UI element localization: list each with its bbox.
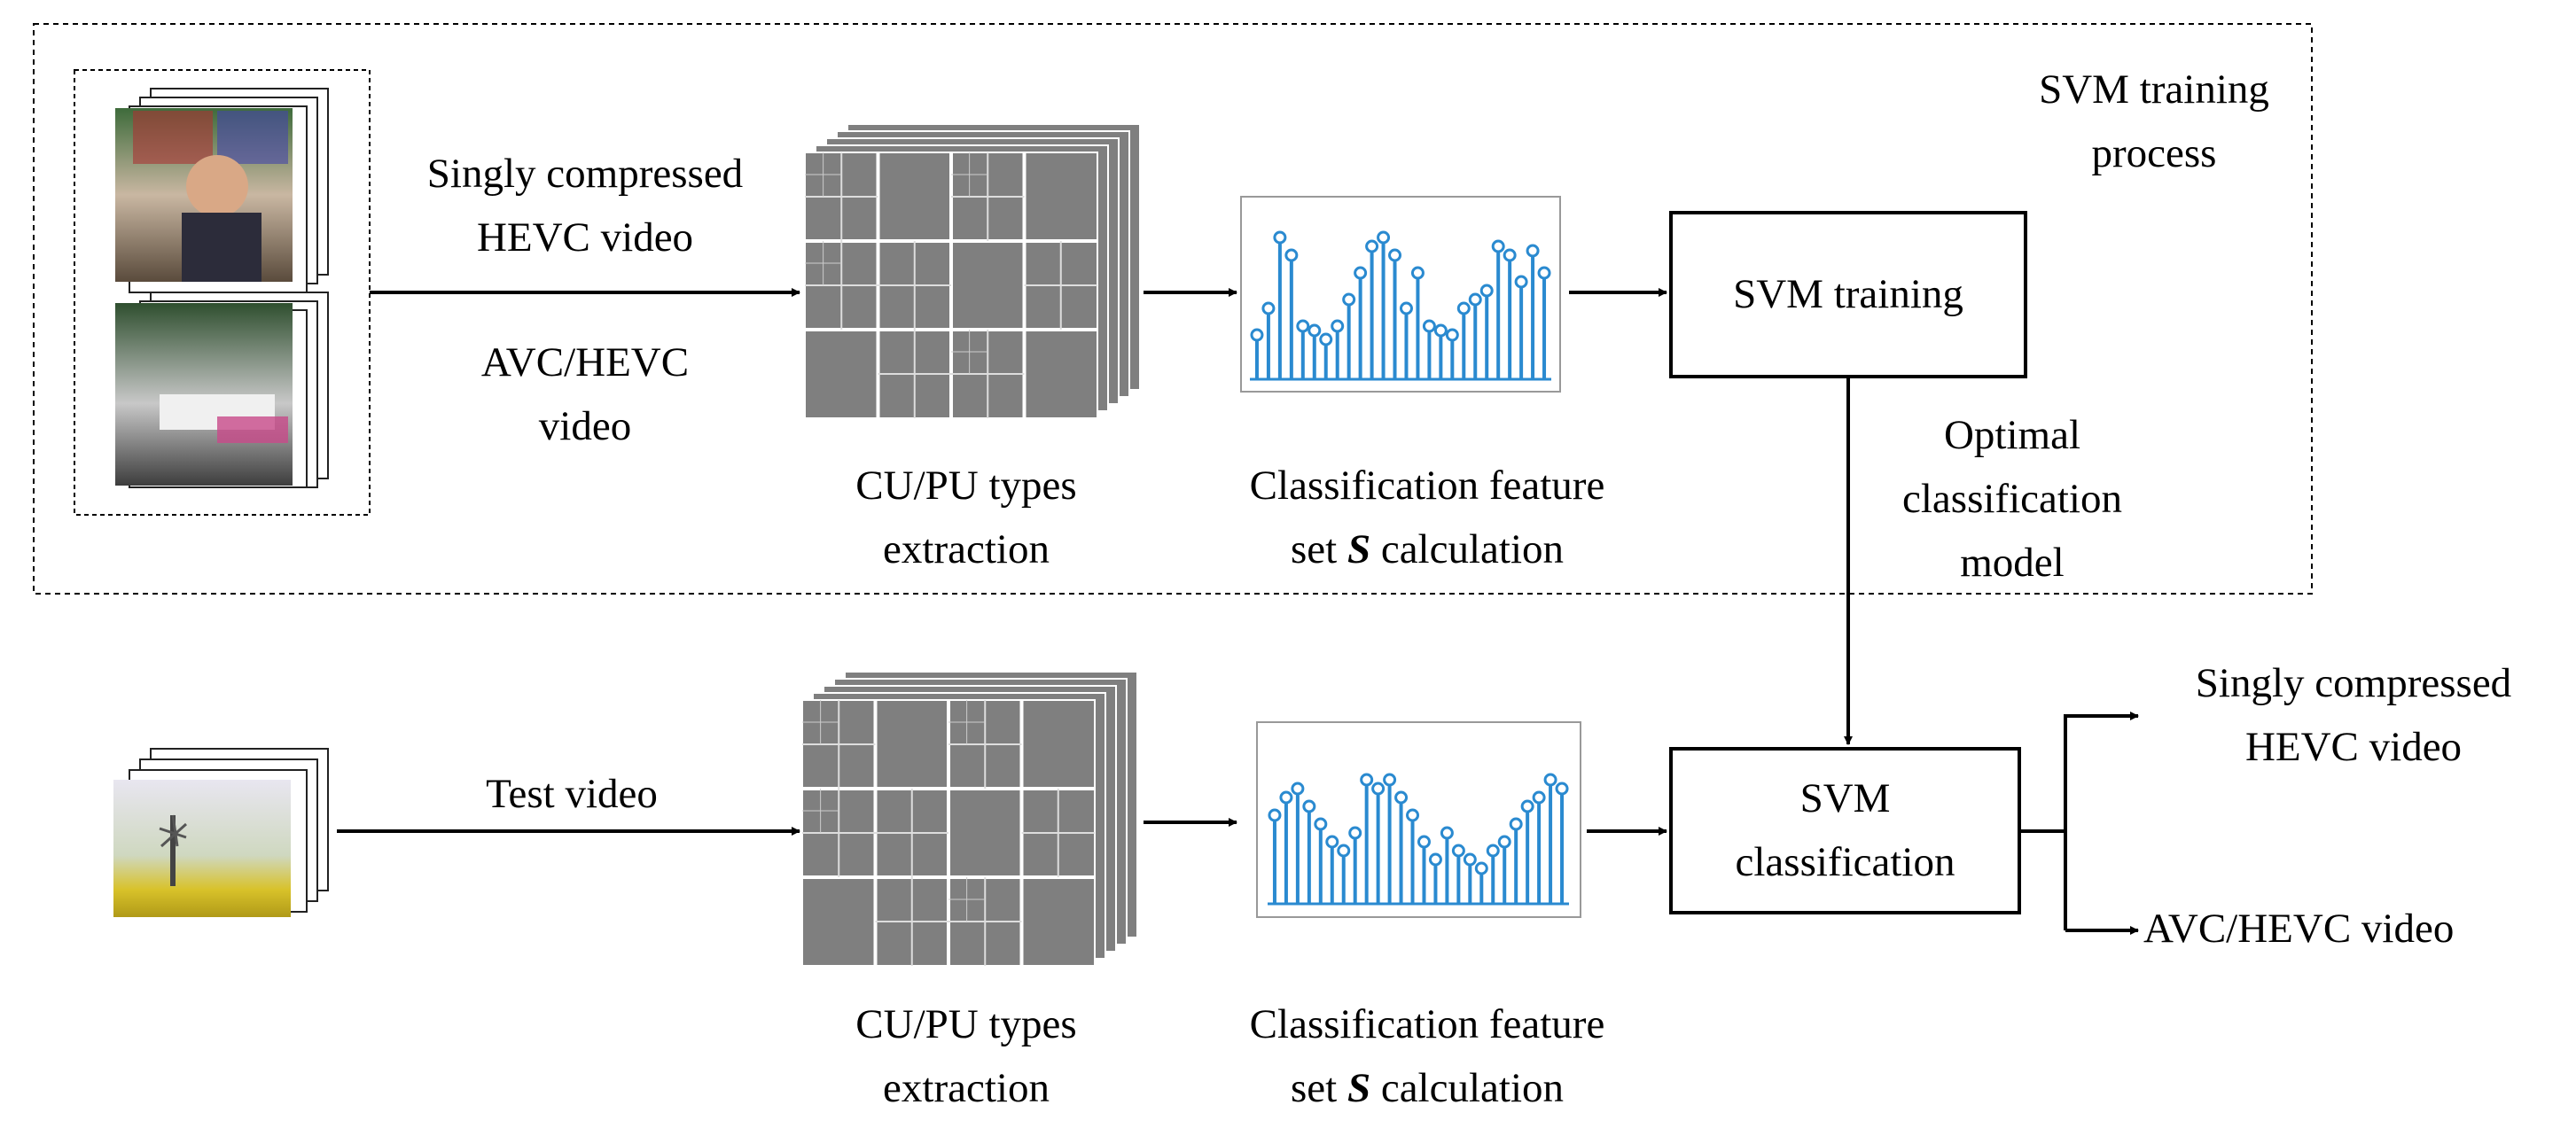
output-avc-hevc-label: AVC/HEVC video (2143, 906, 2455, 952)
avc-hevc-input-label: AVC/HEVC video (480, 339, 690, 449)
training-input-frame (74, 69, 371, 516)
svm-classification-label: SVM classification (1735, 775, 1955, 885)
output-singly-compressed-label: Singly compressed HEVC video (2195, 660, 2512, 770)
sequence-thumbnails-icon (115, 88, 329, 293)
svm-training-label: SVM training (1733, 271, 1963, 317)
training-region-title: SVM training process (2039, 66, 2269, 176)
singly-compressed-input-label: Singly compressed HEVC video (426, 151, 744, 261)
partition-map-icon (804, 123, 1141, 419)
optimal-model-label: Optimal classification model (1902, 412, 2122, 586)
test-video-label: Test video (486, 771, 658, 817)
sequence-thumbnails-icon (115, 292, 329, 488)
stem-plot-icon (1240, 196, 1561, 393)
feature-calculation-label-bottom: Classification feature set S calculation (1249, 1001, 1605, 1111)
stem-plot-icon (1256, 721, 1581, 918)
feature-calculation-label-top: Classification feature set S calculation (1249, 463, 1605, 572)
arrow-icon (337, 288, 2139, 935)
svm-classification-box (1669, 747, 2021, 914)
cu-pu-extraction-label-bottom: CU/PU types extraction (855, 1001, 1077, 1111)
partition-map-icon (801, 671, 1138, 967)
svm-training-box (1669, 211, 2027, 378)
sequence-thumbnails-icon (113, 748, 329, 917)
cu-pu-extraction-label-top: CU/PU types extraction (855, 463, 1077, 572)
